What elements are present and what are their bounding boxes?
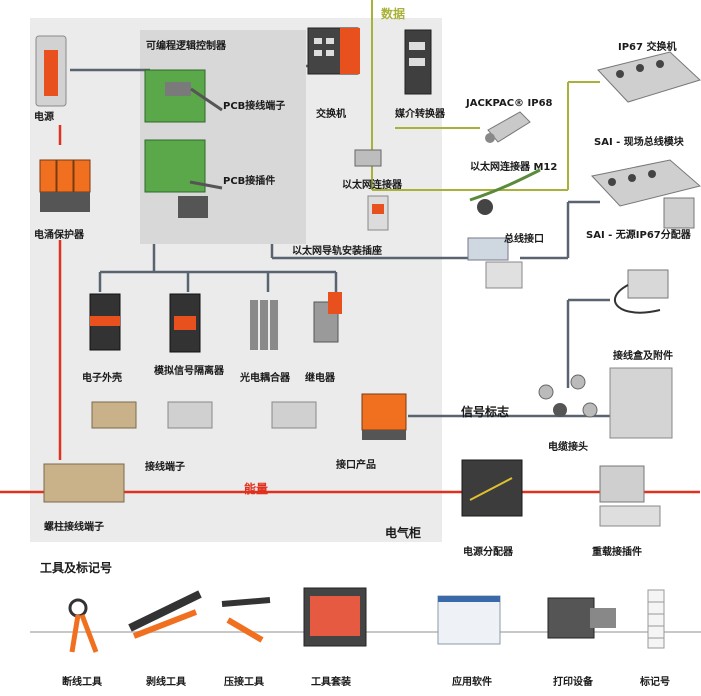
pcb-plug-icon	[144, 139, 223, 218]
power-distributor-label: 电源分配器	[463, 547, 513, 558]
optocoupler-icon	[250, 300, 278, 350]
bus-interface-label: 总线接口	[504, 234, 544, 245]
software-screen-icon	[437, 595, 501, 645]
plc-area	[140, 30, 306, 244]
analog-isolator-label: 模拟信号隔离器	[154, 366, 224, 377]
switch-label: 交换机	[316, 109, 346, 120]
crimping-tool-label: 压接工具	[224, 677, 264, 688]
heavy-connector-label: 重载接插件	[592, 547, 642, 558]
crimping-tool-icon	[221, 597, 271, 643]
surge-protector-icon	[39, 159, 91, 212]
software-label: 应用软件	[452, 677, 492, 688]
terminal-blocks-label: 接线端子	[145, 462, 185, 473]
stripping-tool-label: 剥线工具	[146, 677, 186, 688]
printer-icon	[547, 597, 616, 639]
eth-rail-socket-label: 以太网导轨安装插座	[292, 246, 382, 257]
electronic-housing-icon	[89, 293, 121, 351]
tools-title: 工具及标记号	[40, 561, 113, 575]
surge-label: 电涌保护器	[34, 230, 84, 241]
heavy-connector-icon	[599, 465, 661, 527]
electronic-housing-label: 电子外壳	[82, 373, 122, 384]
junction-box-accessory-label: 接线盒及附件	[613, 351, 673, 362]
terminal-blocks-icon	[91, 401, 317, 429]
junction-box-accessory-icon	[614, 269, 669, 314]
sai-passive-icon	[663, 197, 695, 229]
sai-passive-label: SAI - 无源IP67分配器	[586, 230, 691, 241]
cable-gland-label: 电缆接头	[548, 442, 588, 453]
junction-box-icon	[609, 367, 673, 439]
eth-connector-icon	[354, 149, 382, 167]
tool-kit-label: 工具套装	[311, 677, 351, 688]
busbar-terminal-icon	[43, 463, 125, 503]
ip67-switch-label: IP67 交换机	[618, 42, 677, 53]
cutting-tool-icon	[68, 598, 99, 653]
optocoupler-label: 光电耦合器	[240, 373, 290, 384]
sai-field-label: SAI - 现场总线模块	[594, 137, 684, 148]
busbar-terminal-label: 螺柱接线端子	[44, 522, 104, 533]
jackpac-label: JACKPAC® IP68	[466, 98, 553, 109]
pcb-terminal-icon	[144, 69, 223, 123]
cable-gland-icon	[538, 374, 598, 418]
pcb-terminal-label: PCB接线端子	[223, 101, 286, 112]
media-converter-icon	[404, 29, 432, 95]
eth-connector-label: 以太网连接器	[342, 180, 402, 191]
jackpac-icon	[485, 111, 531, 143]
power-label: 电源	[34, 112, 54, 123]
markers-icon	[647, 589, 665, 649]
eth-connector-m12-icon	[469, 168, 541, 215]
analog-isolator-icon	[169, 293, 201, 353]
interface-products-icon	[361, 393, 407, 440]
interface-products-label: 接口产品	[336, 460, 376, 471]
cutting-tool-label: 断线工具	[62, 677, 102, 688]
tool-kit-icon	[303, 587, 367, 647]
pcb-plug-label: PCB接插件	[223, 176, 276, 187]
switch-icon	[307, 27, 360, 75]
power-distributor-icon	[461, 459, 523, 517]
cabinet-label: 电气柜	[385, 526, 422, 540]
data-label: 数据	[381, 7, 406, 21]
ip67-switch-icon	[597, 51, 701, 103]
media-converter-label: 媒介转换器	[395, 109, 445, 120]
markers-label: 标记号	[640, 677, 670, 688]
signal-marking-label: 信号标志	[461, 405, 510, 419]
plc-label: 可编程逻辑控制器	[146, 41, 226, 52]
power-supply-icon	[35, 35, 67, 107]
printer-label: 打印设备	[553, 677, 593, 688]
relay-icon	[313, 292, 342, 343]
sai-field-bus-icon	[591, 159, 701, 207]
bus-interface-icon	[467, 237, 523, 289]
relay-label: 继电器	[305, 373, 335, 384]
eth-connector-m12-label: 以太网连接器 M12	[470, 162, 558, 173]
eth-rail-socket-icon	[367, 195, 389, 231]
energy-label: 能量	[244, 482, 269, 496]
stripping-tool-icon	[128, 590, 202, 639]
